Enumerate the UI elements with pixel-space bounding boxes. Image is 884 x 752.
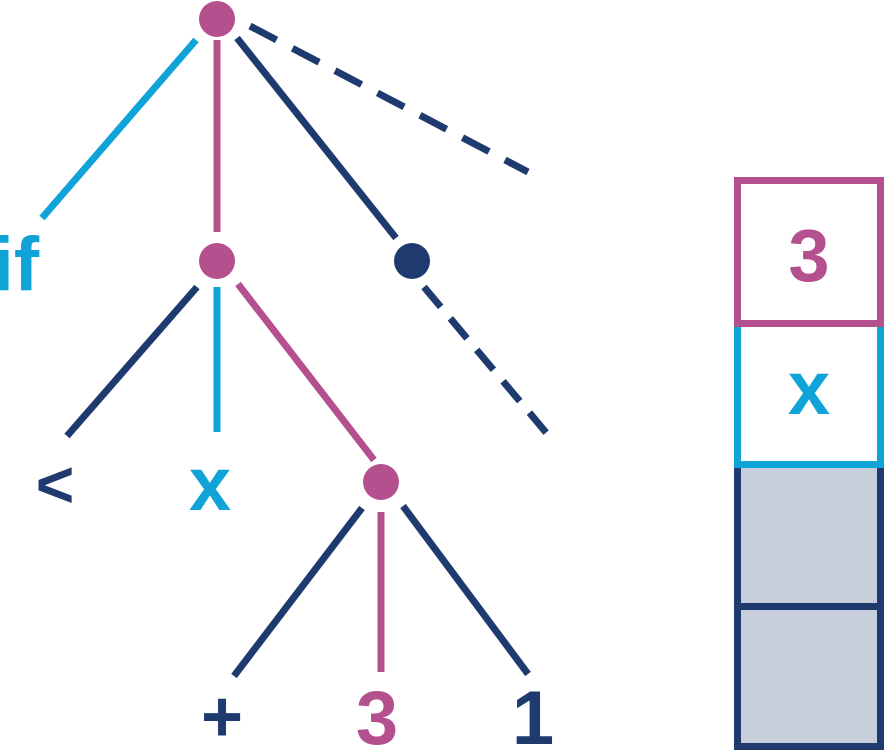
label-less-than: < — [36, 447, 75, 521]
label-plus: + — [201, 677, 243, 752]
label-one: 1 — [512, 676, 554, 752]
edge-root-dashed — [248, 22, 530, 176]
edge-root-if — [39, 37, 199, 221]
edge-sub-plus — [231, 505, 365, 679]
label-if: if — [0, 222, 40, 307]
stack-label-1: x — [788, 346, 830, 431]
edge-sub-one — [400, 503, 531, 677]
edge-mid-less — [64, 284, 200, 439]
stack-cell-2 — [734, 461, 884, 610]
stack: 3 x — [734, 177, 884, 750]
stack-cell-3 — [734, 603, 884, 750]
label-x: x — [189, 442, 231, 527]
right-node — [394, 243, 430, 279]
edge-right-dashed — [421, 284, 557, 445]
sub-node — [363, 464, 399, 500]
tree-edges — [39, 22, 557, 679]
edge-mid-sub — [235, 281, 377, 463]
stack-cell-0 — [734, 177, 884, 327]
root-node — [199, 1, 235, 37]
label-three: 3 — [356, 676, 398, 752]
mid-node — [199, 243, 235, 279]
tree-labels: if < x + 3 1 — [0, 222, 554, 752]
stack-cell-1 — [734, 320, 884, 468]
tree-nodes — [199, 1, 430, 500]
stack-label-0: 3 — [788, 214, 829, 297]
edge-root-right — [234, 35, 399, 241]
